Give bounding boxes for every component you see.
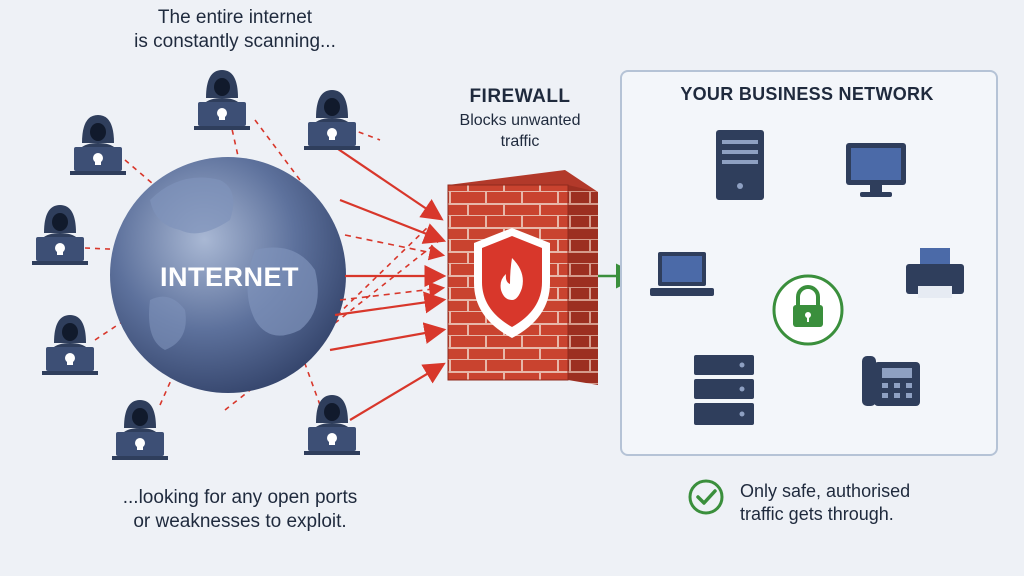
- bottom-caption: ...looking for any open ports or weaknes…: [95, 486, 385, 534]
- note-line2: traffic gets through.: [740, 504, 894, 524]
- firewall-subtitle-line2: traffic: [500, 133, 540, 150]
- monitor-icon: [846, 143, 906, 197]
- bottom-caption-line1: ...looking for any open ports: [122, 487, 358, 508]
- server-rack-icon: [694, 355, 754, 425]
- note-line1: Only safe, authorised: [740, 481, 911, 501]
- hacker-icon: [70, 115, 126, 175]
- top-caption-line1: The entire internet: [157, 7, 313, 28]
- network-title: YOUR BUSINESS NETWORK: [680, 84, 934, 104]
- desk-phone-icon: [862, 356, 920, 406]
- top-caption-line2: is constantly scanning...: [134, 31, 336, 52]
- internet-label: INTERNET: [160, 262, 299, 292]
- safe-traffic-note: Only safe, authorised traffic gets throu…: [740, 480, 910, 526]
- checkmark-icon: [688, 479, 724, 515]
- firewall-subtitle: Blocks unwanted traffic: [430, 110, 610, 152]
- lock-icon: [772, 274, 844, 346]
- hacker-icon: [304, 395, 360, 455]
- globe-icon: [110, 157, 346, 393]
- hacker-icon: [194, 70, 250, 130]
- hacker-icon: [32, 205, 88, 265]
- hacker-group: [32, 70, 360, 460]
- top-caption: The entire internet is constantly scanni…: [110, 6, 360, 54]
- hacker-icon: [42, 315, 98, 375]
- hacker-icon: [304, 90, 360, 150]
- printer-icon: [906, 248, 964, 298]
- shield-flame-icon: [474, 228, 550, 338]
- firewall-title: FIREWALL: [469, 86, 571, 107]
- bottom-caption-line2: or weaknesses to exploit.: [133, 511, 347, 532]
- firewall-subtitle-line1: Blocks unwanted: [459, 112, 581, 129]
- laptop-icon: [650, 252, 714, 296]
- hacker-icon: [112, 400, 168, 460]
- server-tower-icon: [716, 130, 764, 200]
- attack-arrows-dashed: [339, 234, 446, 301]
